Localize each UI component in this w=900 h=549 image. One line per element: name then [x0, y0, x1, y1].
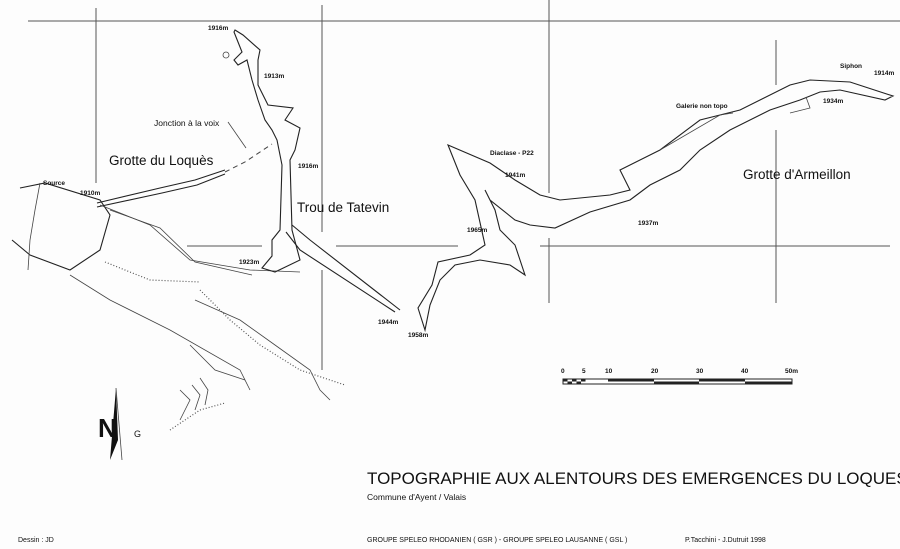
- altitude-label: 1910m: [80, 190, 100, 197]
- scale-tick-label: 5: [582, 368, 586, 375]
- scale-tick-label: 20: [651, 368, 659, 375]
- altitude-label: 1916m: [298, 163, 318, 170]
- altitude-labels: 1916m 1913m 1916m 1910m 1923m 1941m 1965…: [80, 25, 894, 339]
- armeillon-cave-drawing: [417, 79, 895, 333]
- grid-north-letter: G: [134, 429, 141, 439]
- scale-bar: 0 5 10 20 30 40 50m: [561, 368, 798, 385]
- altitude-label: 1941m: [505, 172, 525, 179]
- altitude-label: 1923m: [239, 259, 259, 266]
- altitude-label: 1958m: [408, 332, 428, 339]
- scale-tick-label: 30: [696, 368, 704, 375]
- tatevin-cave-drawing: [222, 29, 401, 313]
- drawing-credit: Dessin : JD: [18, 537, 54, 544]
- siphon-label: Siphon: [840, 63, 862, 70]
- altitude-label: 1914m: [874, 70, 894, 77]
- scale-tick-label: 50m: [785, 368, 798, 375]
- cave-name-armeillon: Grotte d'Armeillon: [743, 167, 851, 182]
- altitude-label: 1934m: [823, 98, 843, 105]
- altitude-label: 1916m: [208, 25, 228, 32]
- altitude-label: 1937m: [638, 220, 658, 227]
- cave-name-tatevin: Trou de Tatevin: [297, 200, 389, 215]
- altitude-label: 1944m: [378, 319, 398, 326]
- altitude-label: 1965m: [467, 227, 487, 234]
- grid-lines: [28, 0, 900, 370]
- map-subtitle: Commune d'Ayent / Valais: [367, 492, 466, 502]
- groups-credit: GROUPE SPELEO RHODANIEN ( GSR ) - GROUPE…: [367, 537, 627, 544]
- cave-name-loques: Grotte du Loquès: [109, 153, 214, 168]
- altitude-label: 1913m: [264, 73, 284, 80]
- scale-tick-label: 0: [561, 368, 565, 375]
- diaclase-label: Diaclase - P22: [490, 150, 534, 157]
- jonction-label: Jonction à la voix: [154, 118, 220, 128]
- north-arrow-icon: N G: [98, 387, 141, 461]
- authors-credit: P.Tacchini - J.Dutruit 1998: [685, 537, 766, 544]
- map-title: TOPOGRAPHIE AUX ALENTOURS DES EMERGENCES…: [367, 469, 900, 488]
- galerie-label: Galerie non topo: [676, 103, 728, 110]
- scale-tick-label: 10: [605, 368, 613, 375]
- north-letter: N: [98, 413, 117, 443]
- source-label: Source: [43, 180, 65, 187]
- scale-tick-label: 40: [741, 368, 749, 375]
- loques-cave-drawing: [11, 121, 346, 431]
